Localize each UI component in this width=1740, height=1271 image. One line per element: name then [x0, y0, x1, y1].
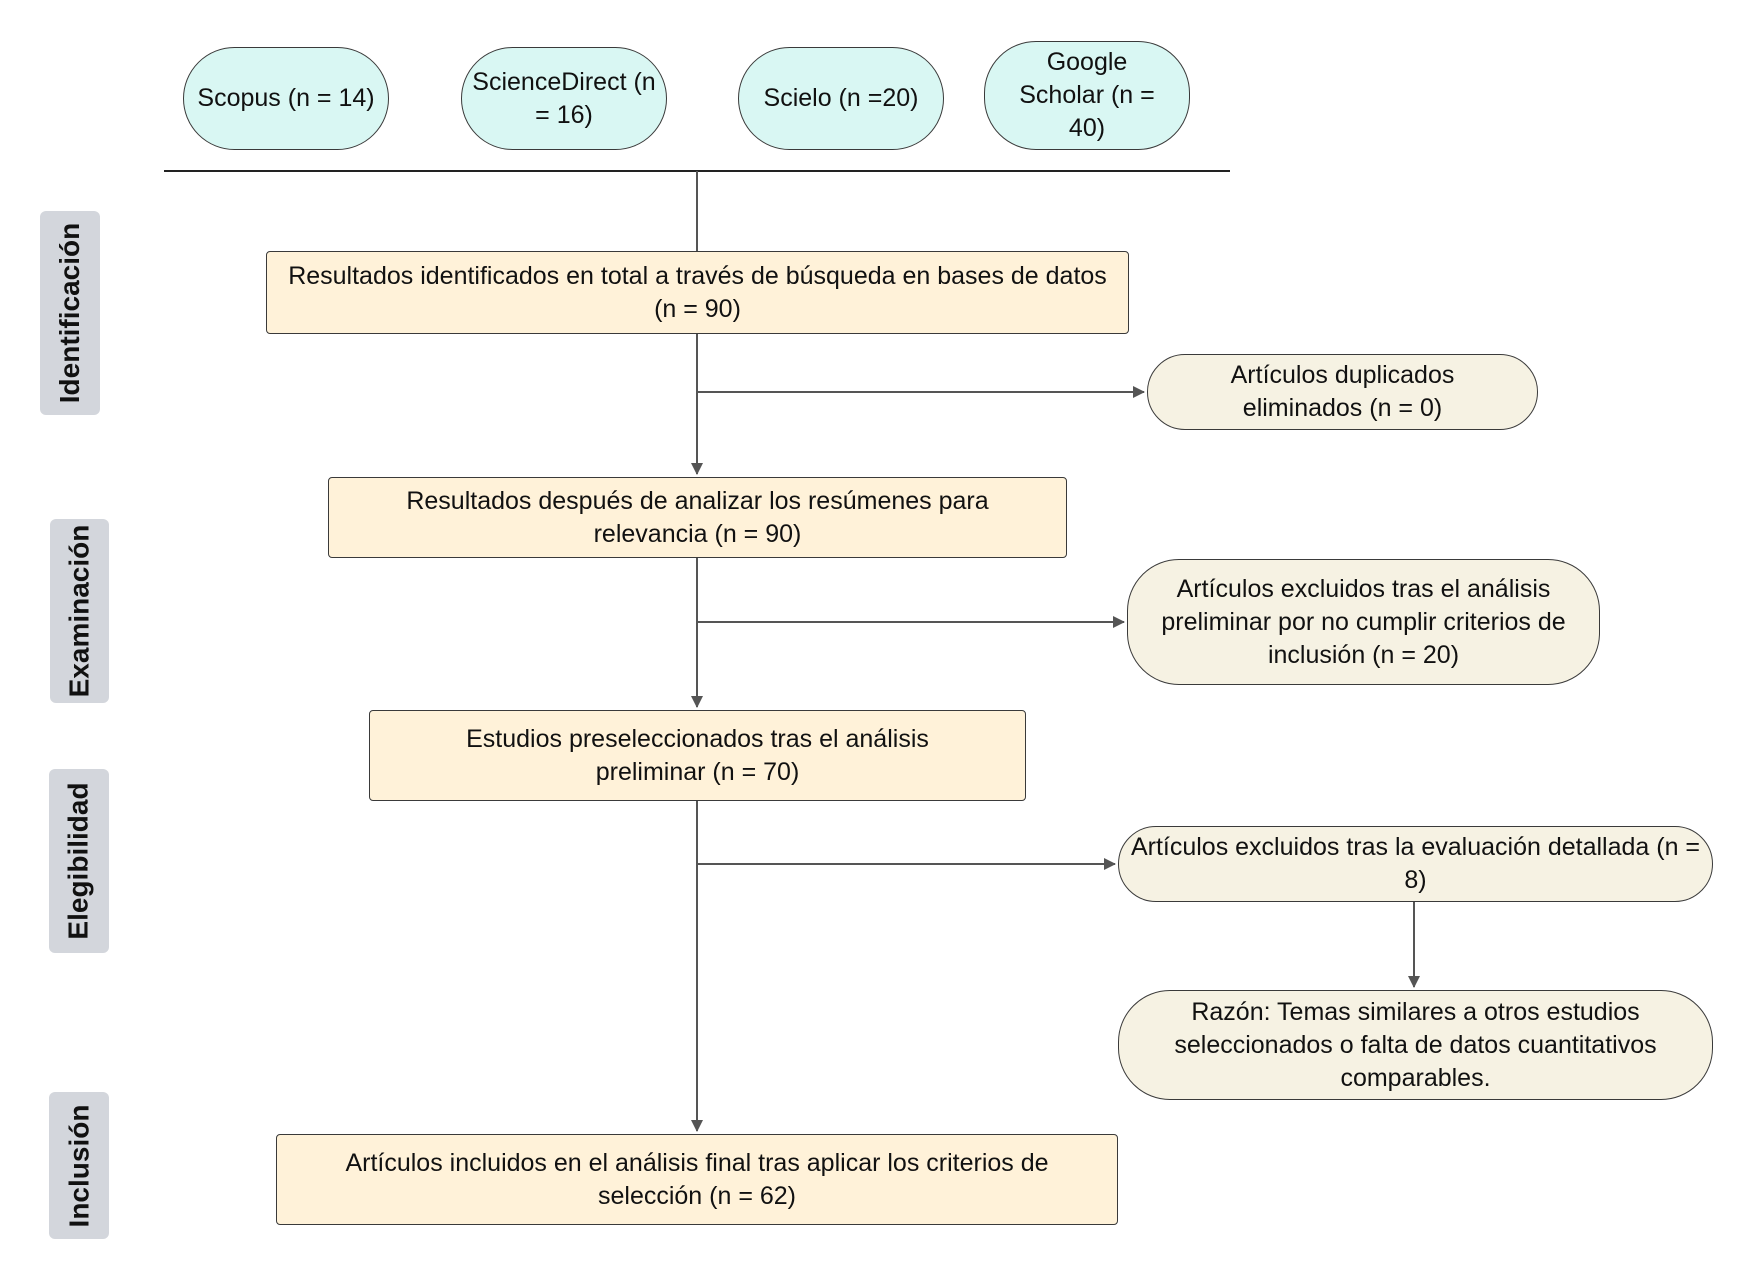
exclusion-preliminary: Artículos excluidos tras el análisis pre… [1127, 559, 1600, 685]
phase-label-inclusion: Inclusión [49, 1092, 109, 1239]
source-scopus: Scopus (n = 14) [183, 47, 389, 150]
source-sciencedirect: ScienceDirect (n = 16) [461, 47, 667, 150]
connector-to-preliminary-exclusion [696, 610, 1125, 628]
phase-label-identificacion: Identificación [40, 211, 100, 415]
exclusion-detailed: Artículos excluidos tras la evaluación d… [1118, 826, 1713, 902]
source-scielo: Scielo (n =20) [738, 47, 944, 150]
source-google-scholar: Google Scholar (n = 40) [984, 41, 1190, 150]
box-included: Artículos incluidos en el análisis final… [276, 1134, 1118, 1225]
exclusion-duplicates: Artículos duplicados eliminados (n = 0) [1147, 354, 1538, 430]
phase-label-examinacion: Examinación [50, 519, 109, 703]
connector-to-duplicates [696, 380, 1145, 398]
box-screened: Resultados después de analizar los resúm… [328, 477, 1067, 558]
box-preselected: Estudios preseleccionados tras el anális… [369, 710, 1026, 801]
box-identified: Resultados identificados en total a trav… [266, 251, 1129, 334]
exclusion-reason: Razón: Temas similares a otros estudios … [1118, 990, 1713, 1100]
phase-label-elegibilidad: Elegibilidad [49, 769, 109, 953]
connector-to-detailed-exclusion [696, 852, 1116, 870]
